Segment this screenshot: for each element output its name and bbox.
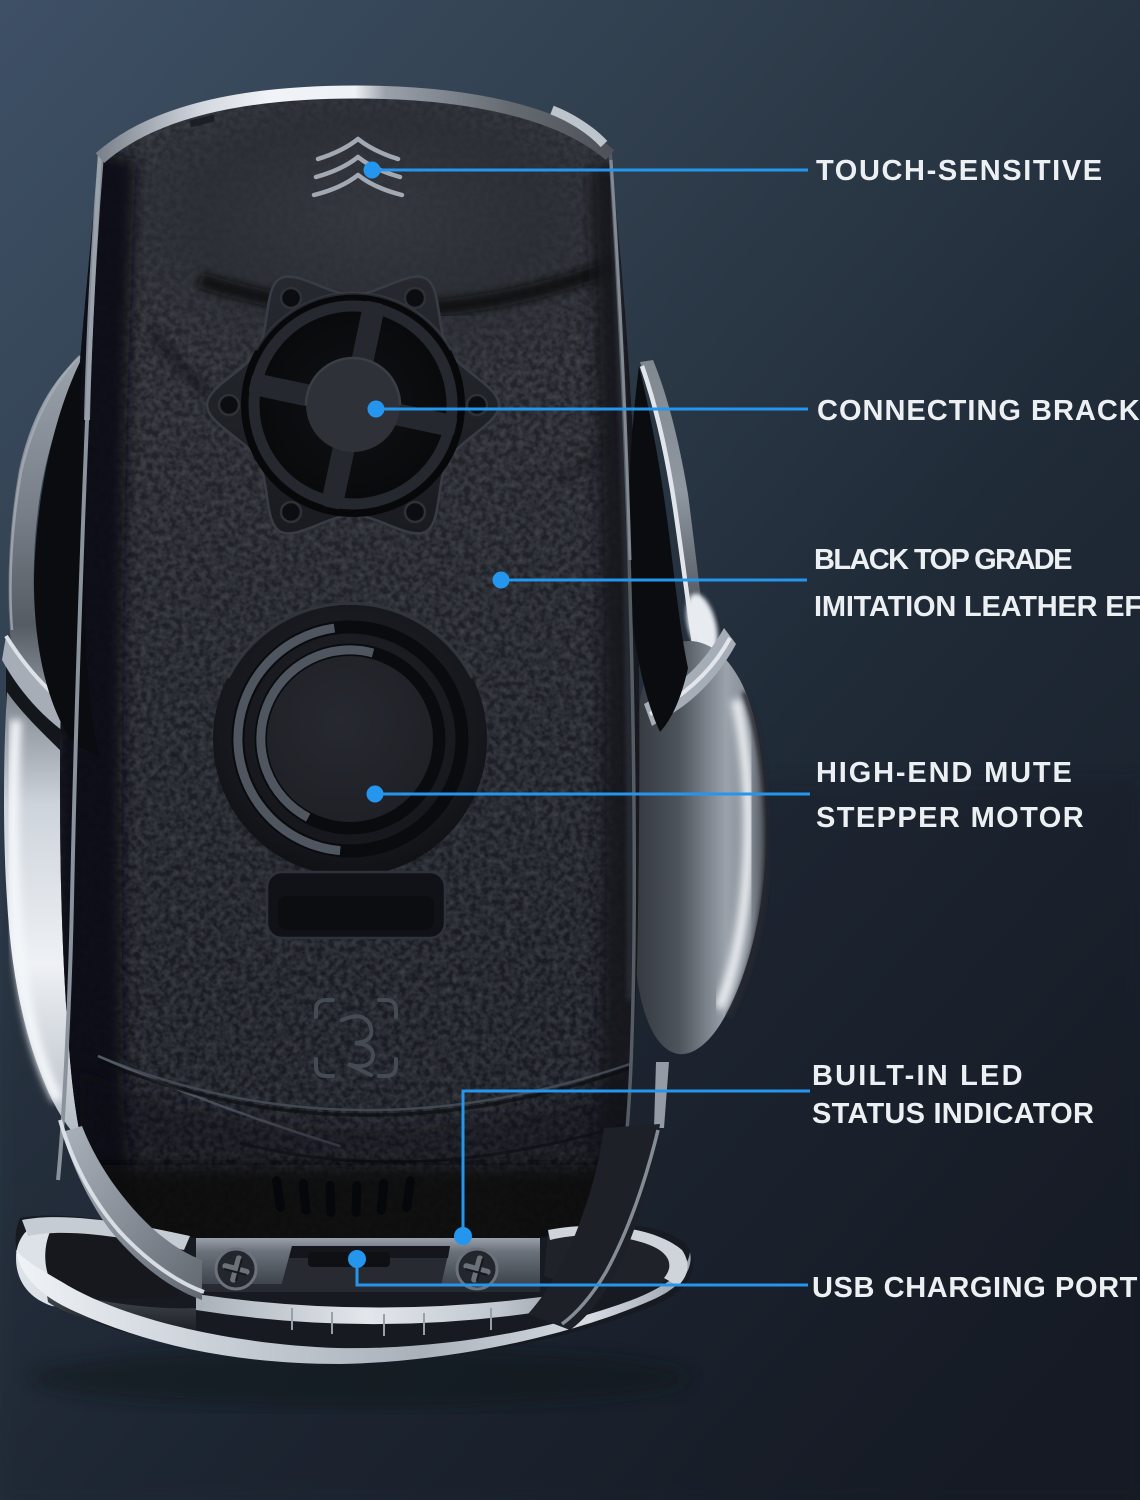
svg-text:BLACK TOP GRADE: BLACK TOP GRADE <box>814 544 1072 576</box>
svg-text:BUILT-IN LED: BUILT-IN LED <box>812 1060 1025 1092</box>
svg-text:STATUS INDICATOR: STATUS INDICATOR <box>812 1098 1094 1130</box>
svg-text:HIGH-END MUTE: HIGH-END MUTE <box>816 757 1074 789</box>
svg-text:STEPPER MOTOR: STEPPER MOTOR <box>816 802 1085 834</box>
svg-text:USB CHARGING PORT: USB CHARGING PORT <box>812 1272 1138 1304</box>
svg-text:CONNECTING BRACKET: CONNECTING BRACKET <box>817 395 1140 427</box>
svg-text:TOUCH-SENSITIVE: TOUCH-SENSITIVE <box>816 155 1104 187</box>
svg-text:IMITATION LEATHER EFFECT: IMITATION LEATHER EFFECT <box>814 591 1140 623</box>
